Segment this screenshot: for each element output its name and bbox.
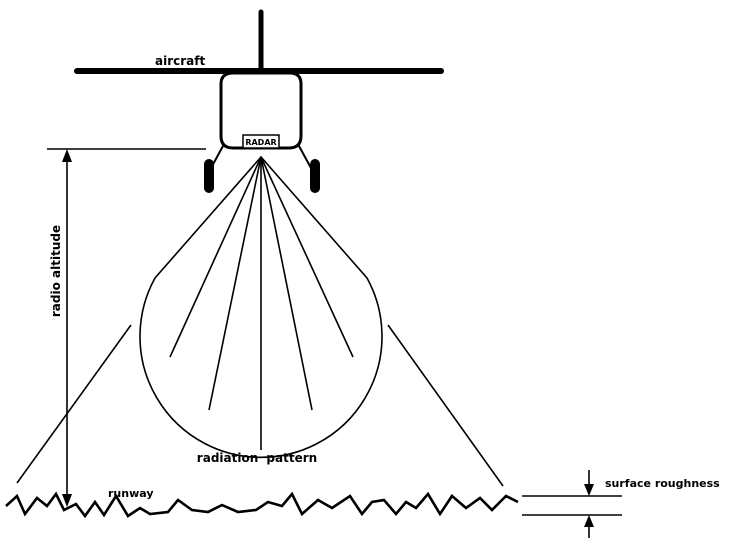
surface-roughness-dimension: [522, 470, 622, 538]
aircraft-label: aircraft: [155, 54, 205, 68]
radiation-lobe: [139, 155, 383, 459]
radiation-pattern-label: radiation pattern: [197, 451, 317, 465]
beam-ray-4: [260, 156, 313, 411]
radar-label: RADAR: [245, 138, 276, 147]
runway-label: runway: [108, 487, 154, 500]
roughness-arrow-top-head: [584, 484, 594, 496]
roughness-arrow-bottom-head: [584, 515, 594, 527]
radio-altitude-dimension: [47, 148, 206, 507]
radar-box: [242, 134, 280, 149]
altitude-arrow-head-bottom: [62, 494, 72, 507]
beam-ray-2: [208, 156, 262, 411]
beam-ray-1: [169, 156, 262, 358]
aircraft: [74, 9, 444, 193]
beam-ray-5: [260, 156, 354, 358]
altitude-arrow-head-top: [62, 149, 72, 162]
radio-altitude-label: radio altitude: [49, 225, 63, 317]
runway-surface: [5, 491, 519, 519]
beam-edge-left: [16, 324, 132, 484]
aircraft-wheel-left: [204, 159, 214, 193]
aircraft-wheel-right: [310, 159, 320, 193]
aircraft-fuselage: [219, 71, 303, 150]
surface-roughness-label: surface roughness: [605, 477, 720, 490]
beam-edge-right: [387, 324, 504, 487]
radiation-pattern: [139, 155, 383, 459]
beam-edges: [16, 324, 504, 487]
aircraft-gear-strut-right: [298, 145, 312, 169]
